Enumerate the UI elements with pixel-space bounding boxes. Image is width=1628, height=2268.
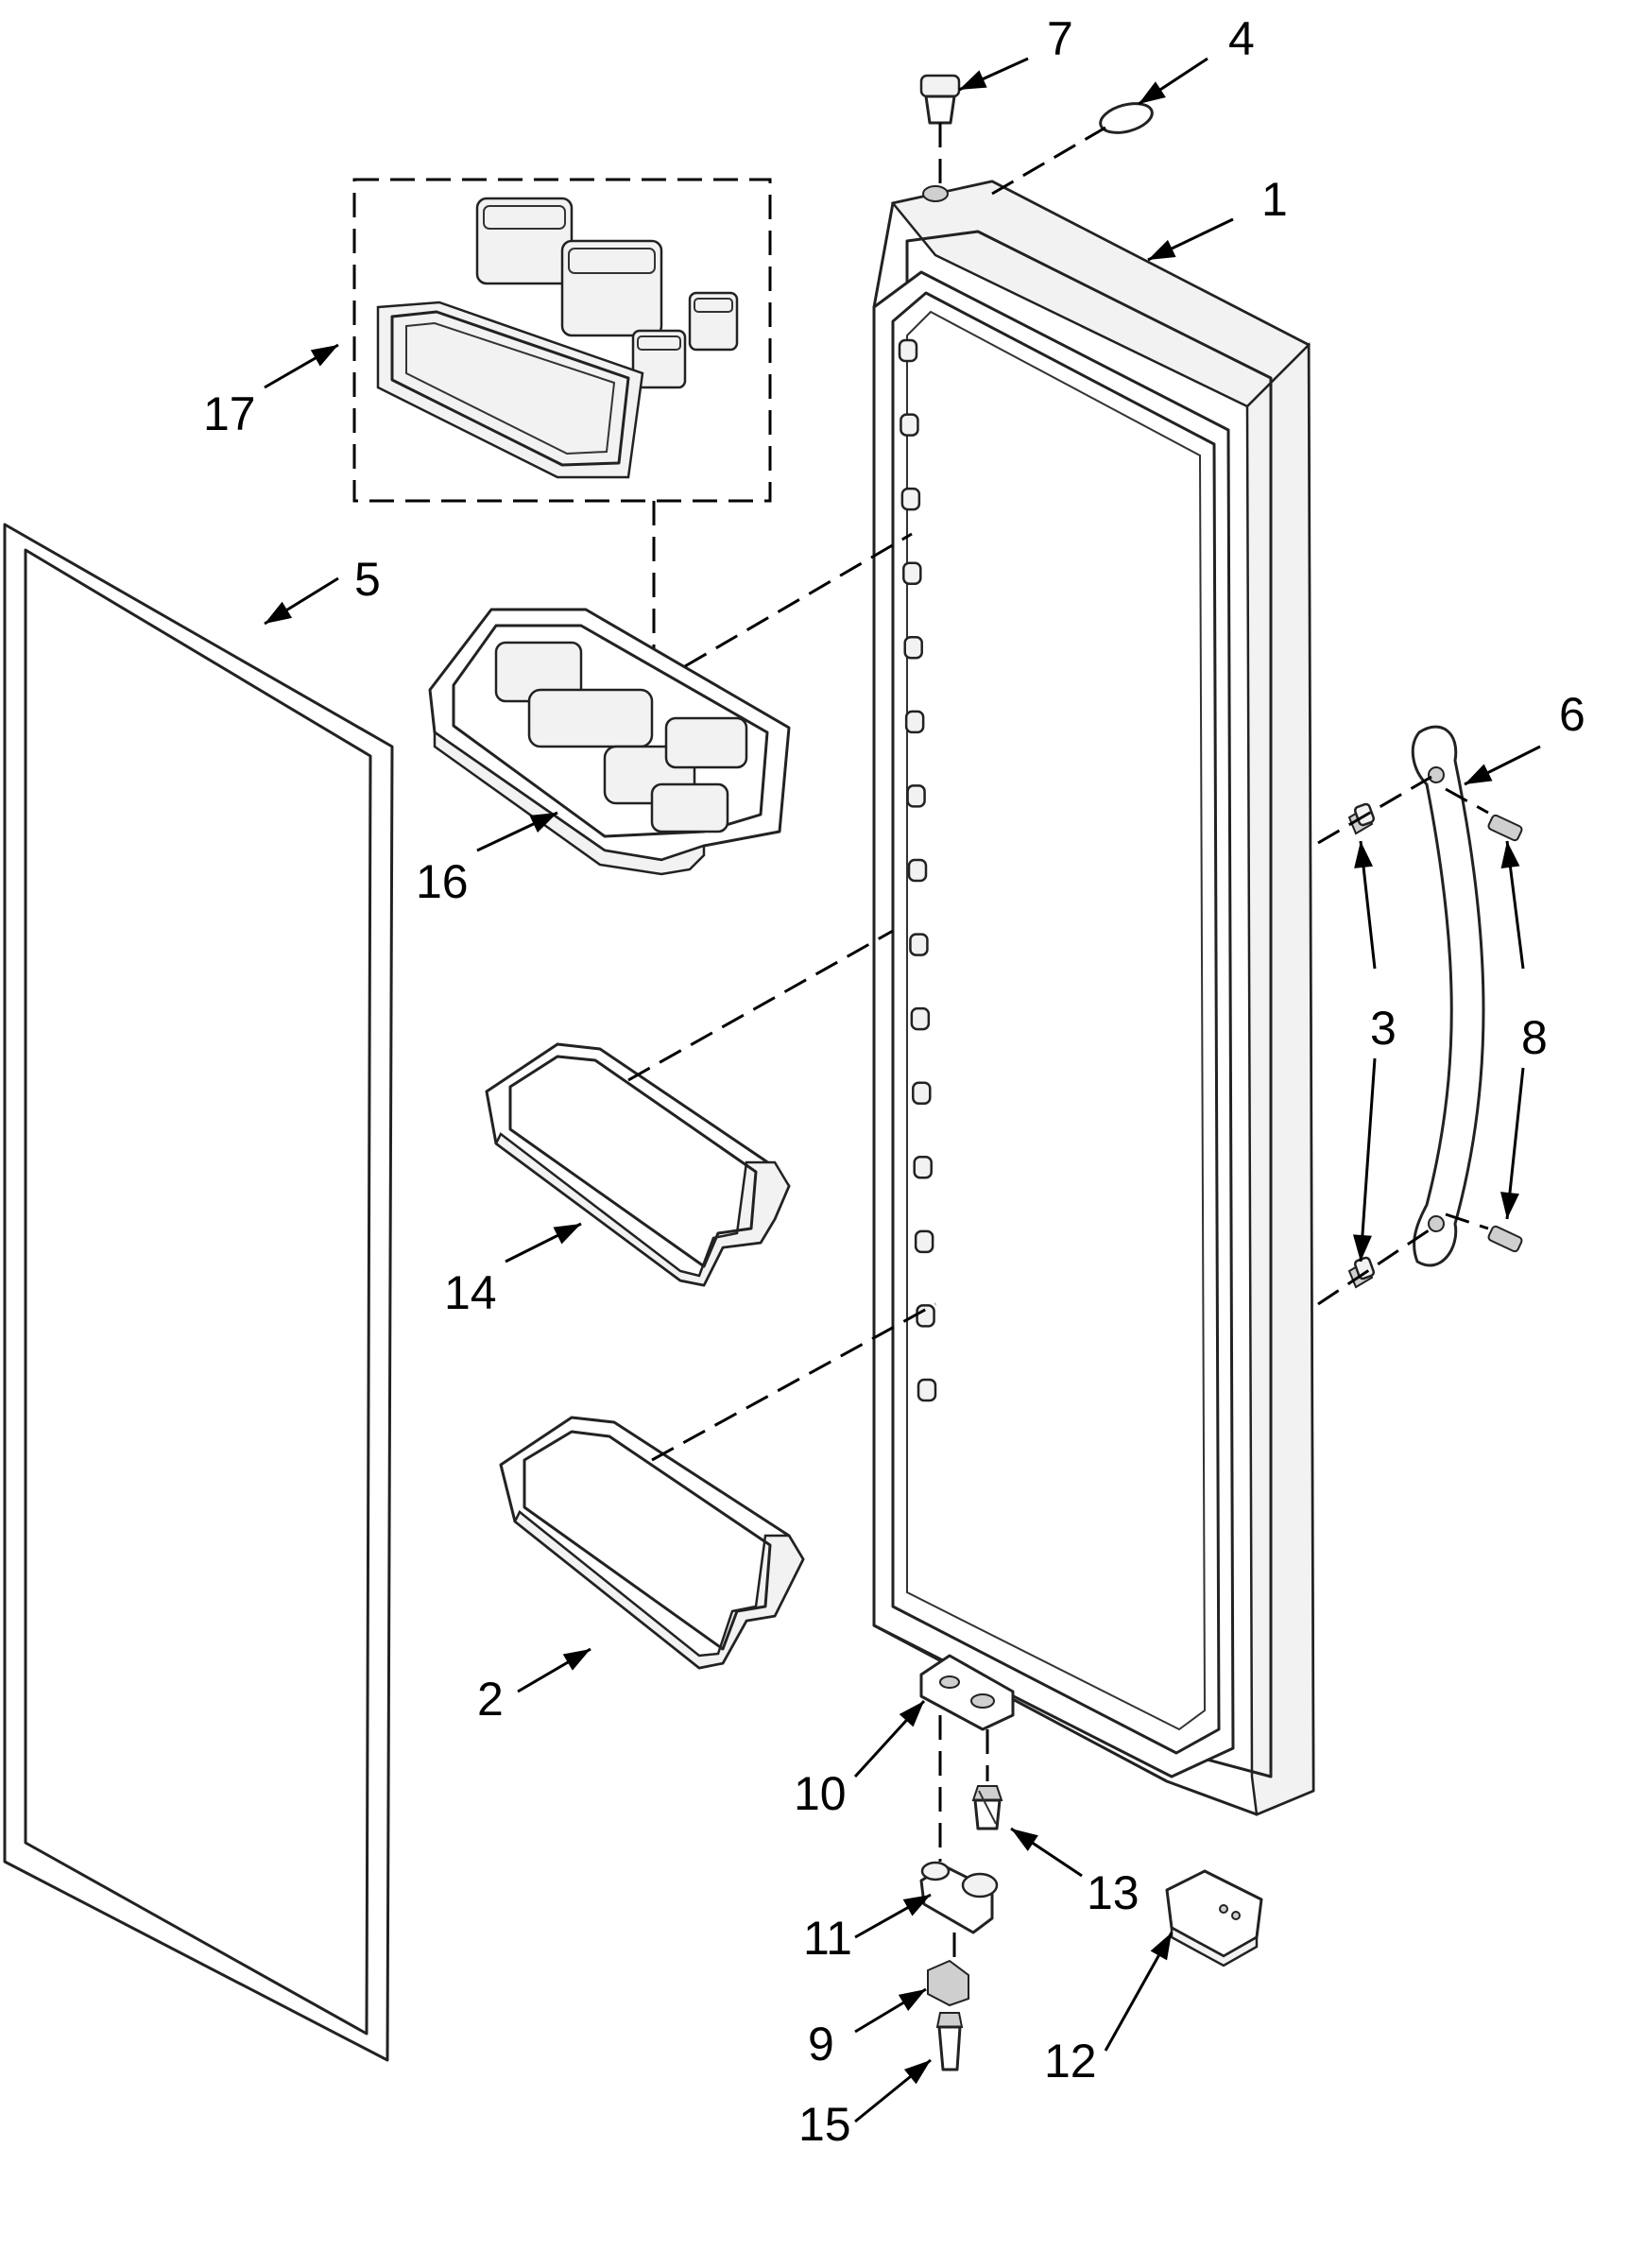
- shelf-rail-bump: [909, 933, 929, 956]
- arrowhead: [265, 601, 293, 624]
- arrowhead: [1500, 841, 1520, 869]
- leader-screw-lower: [1445, 1212, 1489, 1230]
- label-17: 17: [203, 387, 256, 440]
- container-tiny-a: [688, 291, 739, 352]
- arrowhead: [902, 1895, 931, 1916]
- leader-16-to-door: [684, 532, 913, 668]
- door-bin-part-14[interactable]: [485, 1042, 791, 1287]
- shelf-rail-bump: [900, 487, 921, 511]
- arrowhead: [1465, 764, 1493, 784]
- label-7: 7: [1047, 12, 1073, 65]
- shelf-rail-bump: [916, 1304, 935, 1328]
- leader-2-to-door: [651, 1302, 936, 1462]
- label-3: 3: [1370, 1002, 1397, 1055]
- label-9: 9: [808, 2018, 834, 2070]
- container-small-a: [475, 197, 574, 285]
- shelf-rail-bump: [898, 338, 918, 363]
- shelf-rail-bump: [914, 1229, 934, 1254]
- container-set-part-17[interactable]: [352, 178, 772, 503]
- arrowhead: [1148, 239, 1176, 260]
- label-5: 5: [354, 553, 381, 606]
- shelf-rail-bump: [917, 1378, 937, 1402]
- arrowhead: [1352, 1234, 1372, 1262]
- screw-part-13[interactable]: [971, 1785, 1003, 1830]
- label-11: 11: [803, 1912, 852, 1965]
- shelf-rail-bump: [913, 1156, 933, 1179]
- container-tiny-b: [631, 329, 687, 389]
- arrowhead: [1500, 1192, 1519, 1219]
- label-16: 16: [416, 855, 469, 908]
- arrowhead: [1354, 841, 1374, 868]
- shelf-rail-bump: [903, 636, 923, 660]
- leader-screw-upper: [1445, 787, 1489, 815]
- container-small-b: [560, 239, 663, 337]
- label-2: 2: [477, 1673, 504, 1726]
- arrowhead: [310, 345, 338, 367]
- shelf-rail-bump: [906, 784, 926, 808]
- leader-14-to-door: [627, 929, 894, 1082]
- arrowhead: [899, 1701, 924, 1727]
- shelf-rail-bump: [907, 858, 928, 883]
- arrowhead: [903, 2060, 931, 2085]
- label-1: 1: [1261, 173, 1288, 226]
- label-8: 8: [1521, 1011, 1548, 1064]
- screw-part-8-lower[interactable]: [1487, 1225, 1523, 1253]
- part-labels: 1 2 3 4 5 6 7 8 9 10 11 12 13 14 15 16 1…: [203, 12, 1585, 2151]
- hinge-plate-part-10[interactable]: [919, 1654, 1015, 1731]
- shelf-rail-bumps: [898, 338, 937, 1402]
- callout-arrows: [264, 57, 1541, 2123]
- arrowhead: [562, 1649, 591, 1671]
- label-4: 4: [1228, 12, 1255, 65]
- label-15: 15: [798, 2098, 851, 2151]
- arrowhead: [1150, 1933, 1172, 1961]
- arrowhead: [898, 1989, 926, 2011]
- arrowhead: [1011, 1829, 1038, 1851]
- container-large: [376, 301, 644, 479]
- label-13: 13: [1087, 1866, 1140, 1919]
- shelf-rail-bump: [902, 561, 922, 585]
- shelf-rail-bump: [912, 1081, 932, 1105]
- label-6: 6: [1559, 688, 1585, 741]
- hinge-bracket-part-11[interactable]: [919, 1861, 999, 1934]
- gasket-part-5[interactable]: [3, 523, 394, 2062]
- leader-stud-upper: [1317, 775, 1432, 845]
- arrowhead: [529, 813, 557, 833]
- bushing-part-7[interactable]: [919, 74, 961, 125]
- arrowhead: [553, 1224, 581, 1245]
- arrowhead: [959, 70, 987, 90]
- callout-line: [1359, 1057, 1377, 1263]
- label-10: 10: [794, 1767, 847, 1820]
- handle-part-6[interactable]: [1411, 725, 1485, 1267]
- label-12: 12: [1044, 2035, 1097, 2088]
- arrowhead: [1139, 81, 1166, 104]
- label-14: 14: [444, 1266, 497, 1319]
- door-bin-part-2[interactable]: [499, 1416, 805, 1670]
- screw-part-15[interactable]: [935, 2012, 964, 2071]
- shelf-rail-bump: [904, 710, 925, 734]
- block-part-9[interactable]: [927, 1959, 969, 2007]
- shelf-rail-bump: [910, 1006, 931, 1031]
- shelf-rail-bump: [900, 413, 919, 437]
- bin-part-16[interactable]: [428, 608, 791, 876]
- hinge-cover-part-12[interactable]: [1165, 1869, 1263, 1967]
- leader-stud-lower: [1317, 1227, 1432, 1306]
- screw-part-8-upper[interactable]: [1487, 814, 1523, 842]
- cap-part-4[interactable]: [1097, 98, 1155, 138]
- door-assembly-part-1[interactable]: [872, 180, 1315, 1816]
- leader-4-to-door: [991, 126, 1106, 196]
